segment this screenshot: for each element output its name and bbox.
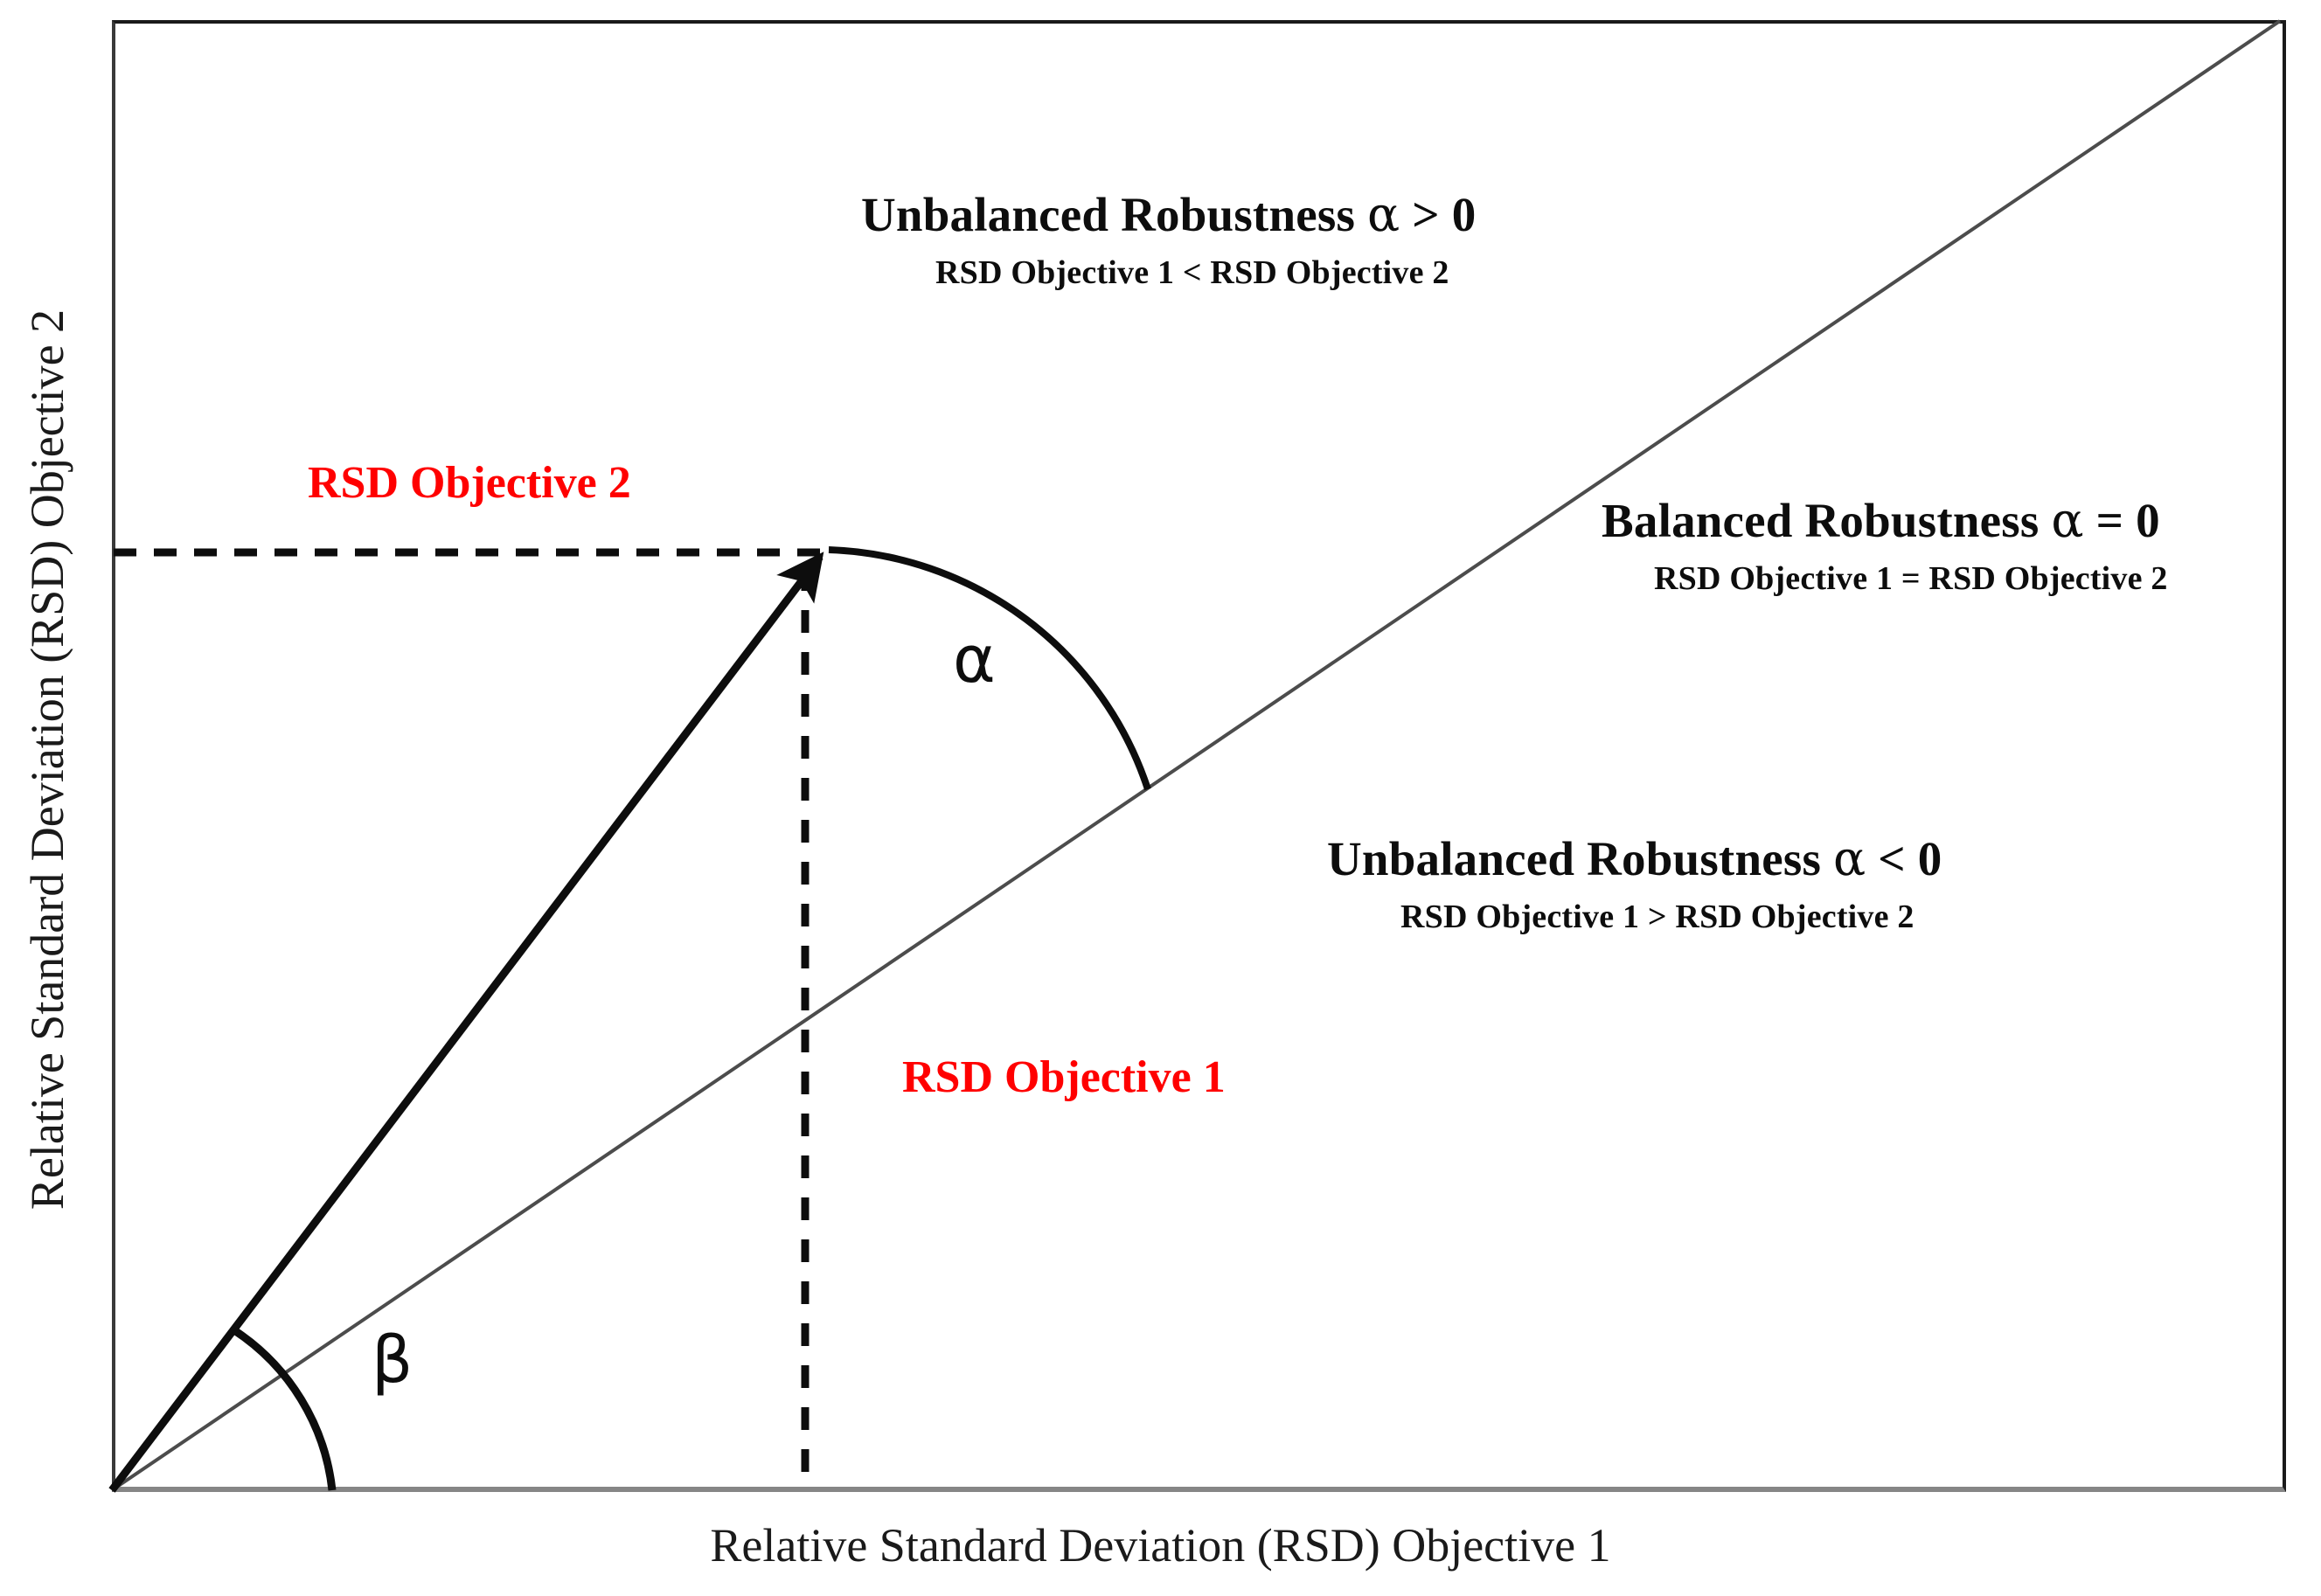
zone-sublabel-balanced-alpha-zero: RSD Objective 1 = RSD Objective 2: [1654, 560, 2168, 597]
alpha-symbol-icon: α: [2051, 492, 2084, 548]
alpha-symbol-icon: α: [1833, 830, 1866, 886]
callout-rsd-objective-2: RSD Objective 2: [308, 458, 631, 508]
zone-label-relation: > 0: [1400, 188, 1477, 241]
zone-label-unbalanced-alpha-positive: Unbalanced Robustness α > 0: [861, 186, 1476, 242]
y-axis-title: Relative Standard Deviation (RSD) Object…: [21, 309, 73, 1211]
zone-label-balanced-alpha-zero: Balanced Robustness α = 0: [1602, 492, 2160, 548]
callout-rsd-objective-1: RSD Objective 1: [902, 1052, 1226, 1102]
alpha-symbol-icon: α: [1367, 186, 1400, 242]
zone-label-text: Balanced Robustness: [1602, 494, 2052, 547]
zone-sublabel-unbalanced-alpha-negative: RSD Objective 1 > RSD Objective 2: [1400, 899, 1914, 935]
beta-angle-label: β: [372, 1322, 413, 1398]
x-axis-title: Relative Standard Deviation (RSD) Object…: [710, 1519, 1611, 1572]
zone-sublabel-unbalanced-alpha-positive: RSD Objective 1 < RSD Objective 2: [935, 254, 1449, 291]
alpha-angle-label: α: [953, 622, 996, 697]
zone-label-text: Unbalanced Robustness: [861, 188, 1367, 241]
zone-label-relation: = 0: [2083, 494, 2160, 547]
zone-label-unbalanced-alpha-negative: Unbalanced Robustness α < 0: [1327, 830, 1942, 886]
zone-label-relation: < 0: [1866, 832, 1942, 885]
zone-label-text: Unbalanced Robustness: [1327, 832, 1833, 885]
